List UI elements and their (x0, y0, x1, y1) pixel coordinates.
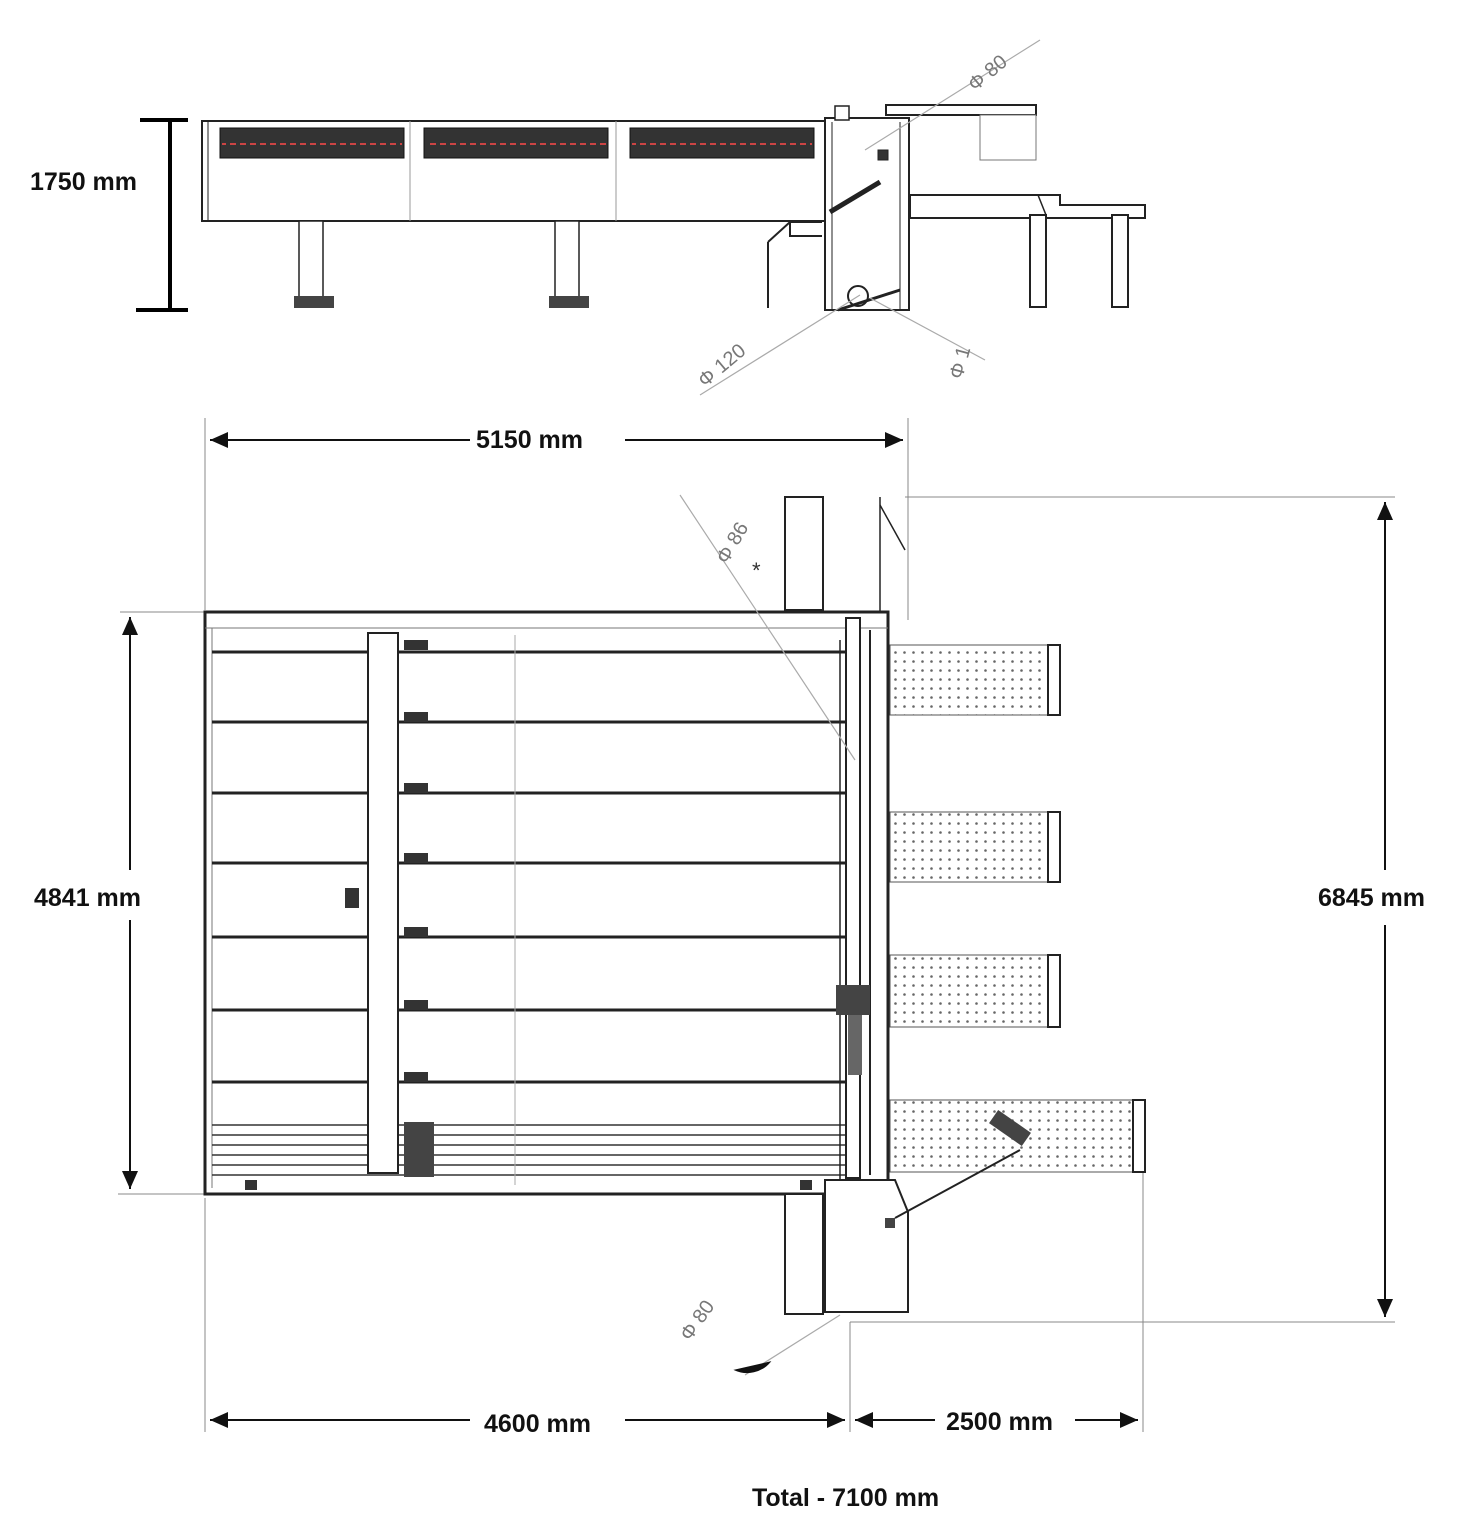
dia-annotation-side-b: Φ 1 (946, 344, 976, 381)
outfeed-table-3 (889, 954, 1049, 1028)
dia-annotation-plan-a: Φ 86 (712, 519, 753, 568)
plan-view (118, 418, 1395, 1432)
vertical-beam (367, 632, 399, 1174)
table-leg-2 (1111, 214, 1129, 308)
dimension-side-height: 1750 mm (30, 168, 138, 196)
outfeed-table-side (909, 194, 1146, 219)
dimension-total: Total - 7100 mm (752, 1484, 940, 1512)
table-leg-1 (1029, 214, 1047, 308)
support-bars (212, 650, 845, 1084)
leg-2 (554, 220, 580, 300)
side-elevation-view (136, 39, 1146, 396)
dia-annotation-top: Φ 80 (964, 51, 1012, 96)
saw-guide-rail (845, 617, 861, 1179)
outfeed-table-1 (889, 644, 1049, 716)
dimension-top-width: 5150 mm (476, 426, 584, 454)
motor-housing (824, 1179, 909, 1313)
dia-annotation-plan-b: Φ 80 (676, 1296, 719, 1344)
dimension-bottom-left: 4600 mm (484, 1410, 592, 1438)
dia-annotation-side: Φ 120 (694, 340, 750, 392)
dimension-left-height: 4841 mm (34, 884, 142, 912)
leg-1 (298, 220, 324, 300)
outfeed-table-2 (889, 811, 1049, 883)
saw-head (836, 985, 870, 1015)
bottom-upright (784, 1193, 824, 1315)
top-upright (784, 496, 824, 611)
dimension-right-height: 6845 mm (1318, 884, 1426, 912)
saw-column-side (824, 117, 910, 311)
dimension-bottom-right: 2500 mm (946, 1408, 1054, 1436)
upper-support-arm (885, 104, 1037, 116)
machine-frame-plan (203, 610, 890, 1196)
svg-text:*: * (752, 558, 761, 583)
